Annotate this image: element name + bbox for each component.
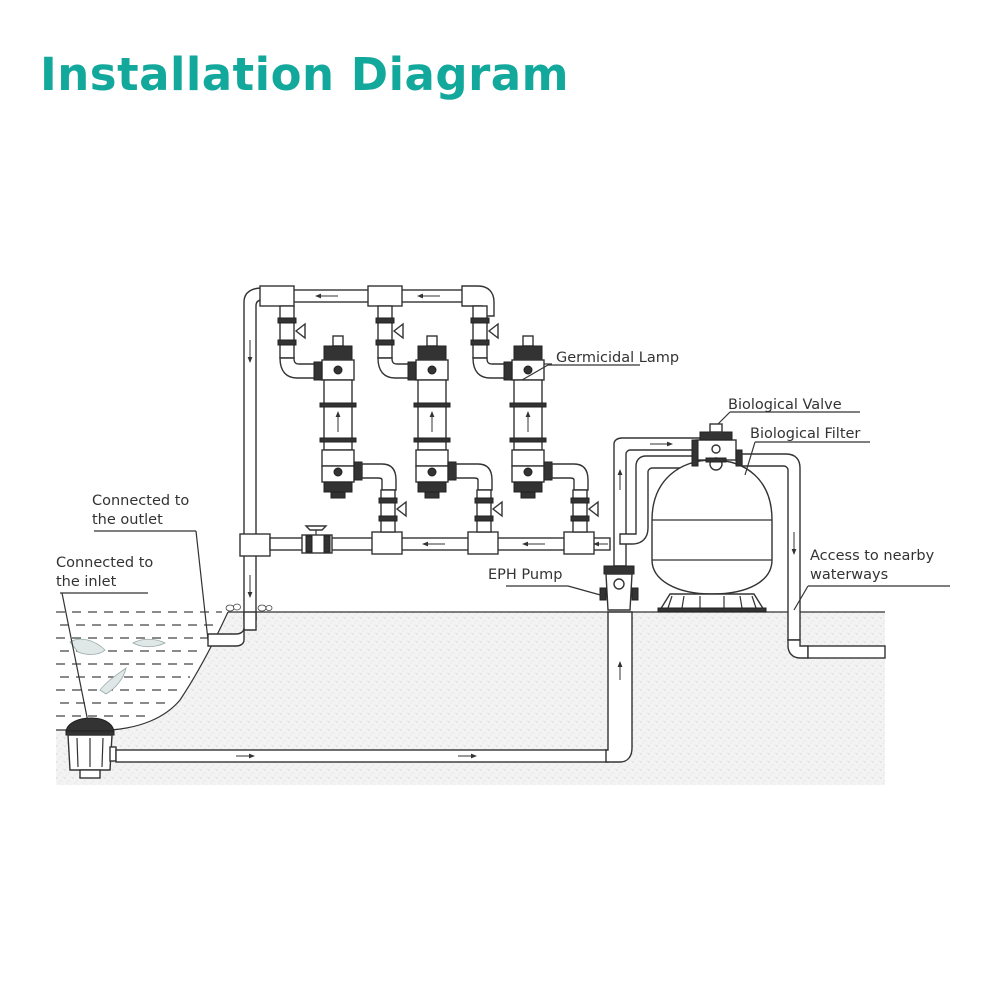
ball-valve-main bbox=[301, 525, 333, 554]
top-manifold bbox=[259, 285, 495, 317]
ground bbox=[56, 611, 885, 785]
germicidal-lamp bbox=[470, 305, 599, 533]
pipe-pump-to-filter bbox=[613, 437, 701, 567]
germicidal-lamp bbox=[277, 305, 407, 533]
bottom-manifold bbox=[269, 525, 611, 555]
label-eph-pump: EPH Pump bbox=[488, 567, 562, 583]
ball-valve bbox=[277, 305, 306, 359]
biological-filter bbox=[651, 459, 773, 613]
leader-lines bbox=[60, 363, 950, 723]
label-inlet-line2: the inlet bbox=[56, 574, 117, 590]
label-outlet-line2: the outlet bbox=[92, 512, 163, 528]
germicidal-lamp bbox=[375, 305, 503, 533]
label-germicidal-lamp: Germicidal Lamp bbox=[556, 350, 679, 366]
label-inlet-line1: Connected to bbox=[56, 555, 153, 571]
eph-pump bbox=[599, 565, 639, 611]
biological-valve bbox=[691, 423, 743, 471]
label-biological-valve: Biological Valve bbox=[728, 397, 842, 413]
ball-valve bbox=[375, 305, 404, 359]
pond bbox=[56, 611, 229, 731]
label-biological-filter: Biological Filter bbox=[750, 426, 860, 442]
fish-icon bbox=[69, 638, 166, 695]
ball-valve bbox=[474, 489, 503, 533]
page-title: Installation Diagram bbox=[40, 48, 570, 101]
pipe-filter-to-waterways bbox=[741, 453, 886, 659]
label-access-line1: Access to nearby bbox=[810, 548, 935, 564]
pipe-return bbox=[207, 287, 279, 647]
ball-valve bbox=[470, 305, 499, 359]
label-access-line2: waterways bbox=[810, 567, 888, 583]
label-outlet-line1: Connected to bbox=[92, 493, 189, 509]
bottom-drain bbox=[65, 717, 117, 779]
ball-valve bbox=[570, 489, 599, 533]
pipe-underground bbox=[115, 611, 633, 763]
germicidal-lamp-group bbox=[277, 305, 599, 533]
pebbles-icon bbox=[225, 603, 273, 612]
ball-valve bbox=[378, 489, 407, 533]
